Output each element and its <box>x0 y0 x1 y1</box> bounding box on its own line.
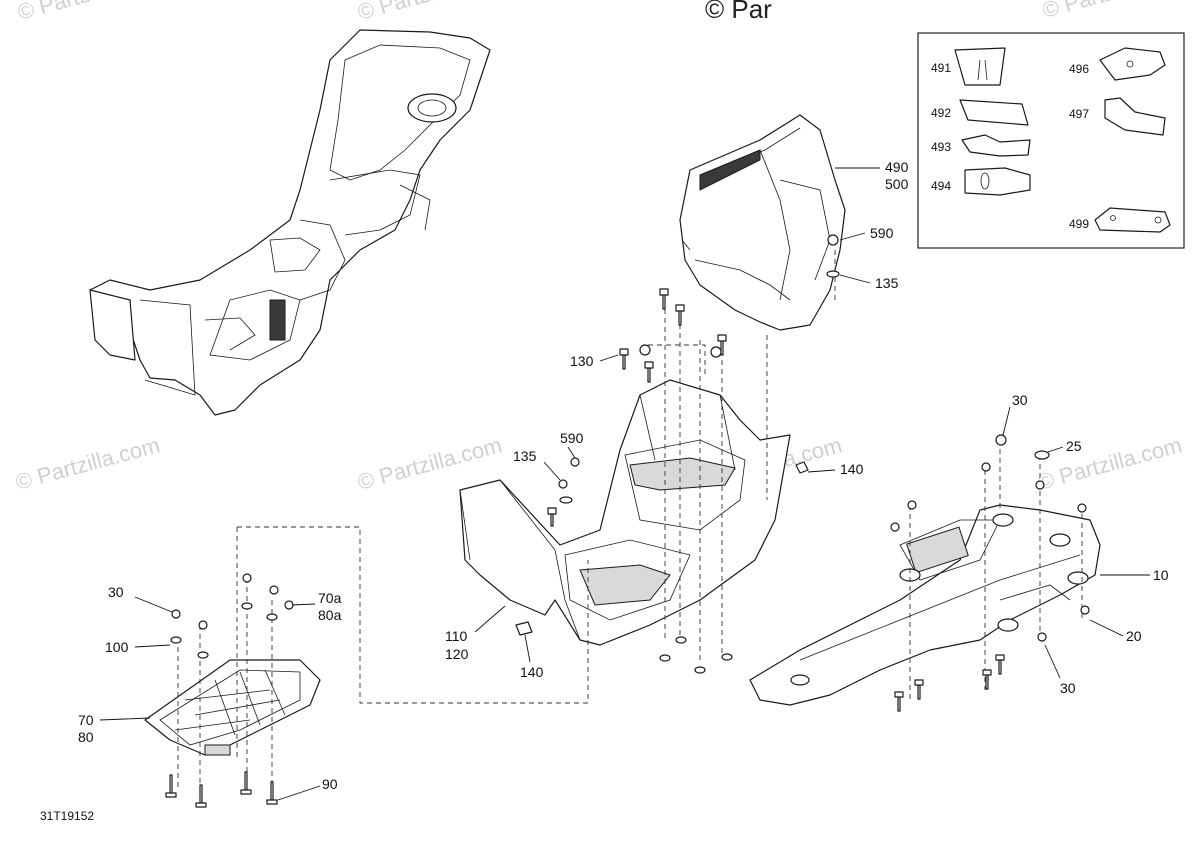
inset-label-492: 492 <box>931 106 951 120</box>
skid-plate[interactable] <box>749 504 1101 706</box>
floor-tray[interactable] <box>144 659 321 756</box>
decal-497-shape[interactable] <box>1104 97 1166 136</box>
center-footwell[interactable] <box>459 379 791 646</box>
callout-70: 70 <box>78 712 94 728</box>
watermark-topleft: © Partzilla.com <box>15 0 165 25</box>
watermark-top: © Par <box>705 0 772 24</box>
callout-135-fender: 135 <box>875 275 899 291</box>
inset-label-491: 491 <box>931 61 951 75</box>
assembly-lines <box>177 250 1083 800</box>
callout-135-footwell: 135 <box>513 448 537 464</box>
callout-130: 130 <box>570 353 594 369</box>
callout-120: 120 <box>445 646 469 662</box>
callout-140-right: 140 <box>840 461 864 477</box>
decal-492-shape[interactable] <box>959 99 1029 126</box>
leader-lines <box>99 167 1150 801</box>
watermark-left: © Partzilla.com <box>13 432 163 495</box>
callout-140-bottom: 140 <box>520 664 544 680</box>
callout-20: 20 <box>1126 628 1142 644</box>
callout-70a: 70a <box>318 590 342 606</box>
right-fender[interactable] <box>679 114 846 331</box>
callout-590-footwell: 590 <box>560 430 584 446</box>
inset-label-497: 497 <box>1069 107 1089 121</box>
callout-100: 100 <box>105 639 129 655</box>
watermark-right: © Partzilla.com <box>1035 432 1185 495</box>
inset-label-494: 494 <box>931 179 951 193</box>
decal-496-shape[interactable] <box>1099 47 1166 81</box>
callout-90: 90 <box>322 776 338 792</box>
fasteners <box>165 234 1090 808</box>
decal-491-shape[interactable] <box>954 47 1006 86</box>
callout-10: 10 <box>1153 567 1169 583</box>
watermark-topright: © Partzilla.com <box>1040 0 1190 23</box>
callout-80a: 80a <box>318 607 342 623</box>
watermark-topmid: © Partzilla.com <box>355 0 505 25</box>
diagram-id: 31T19152 <box>40 809 94 823</box>
callout-110: 110 <box>445 628 468 644</box>
decal-493-shape[interactable] <box>961 134 1031 157</box>
decal-inset-box: 491 492 493 494 496 497 499 <box>917 32 1185 249</box>
rear-body-panel[interactable] <box>89 29 491 416</box>
callout-500: 500 <box>885 176 909 192</box>
decal-499-shape[interactable] <box>1094 207 1171 233</box>
callout-30-tray: 30 <box>108 584 124 600</box>
callout-labels: 490 500 590 135 130 590 135 140 30 25 10… <box>78 159 1169 792</box>
callout-80: 80 <box>78 729 94 745</box>
callout-490: 490 <box>885 159 909 175</box>
callout-30-top: 30 <box>1012 392 1028 408</box>
callout-590-fender: 590 <box>870 225 894 241</box>
callout-30-bottom: 30 <box>1060 680 1076 696</box>
decal-494-shape[interactable] <box>964 167 1031 196</box>
inset-label-493: 493 <box>931 140 951 154</box>
inset-label-499: 499 <box>1069 217 1089 231</box>
callout-25: 25 <box>1066 438 1082 454</box>
inset-label-496: 496 <box>1069 62 1089 76</box>
